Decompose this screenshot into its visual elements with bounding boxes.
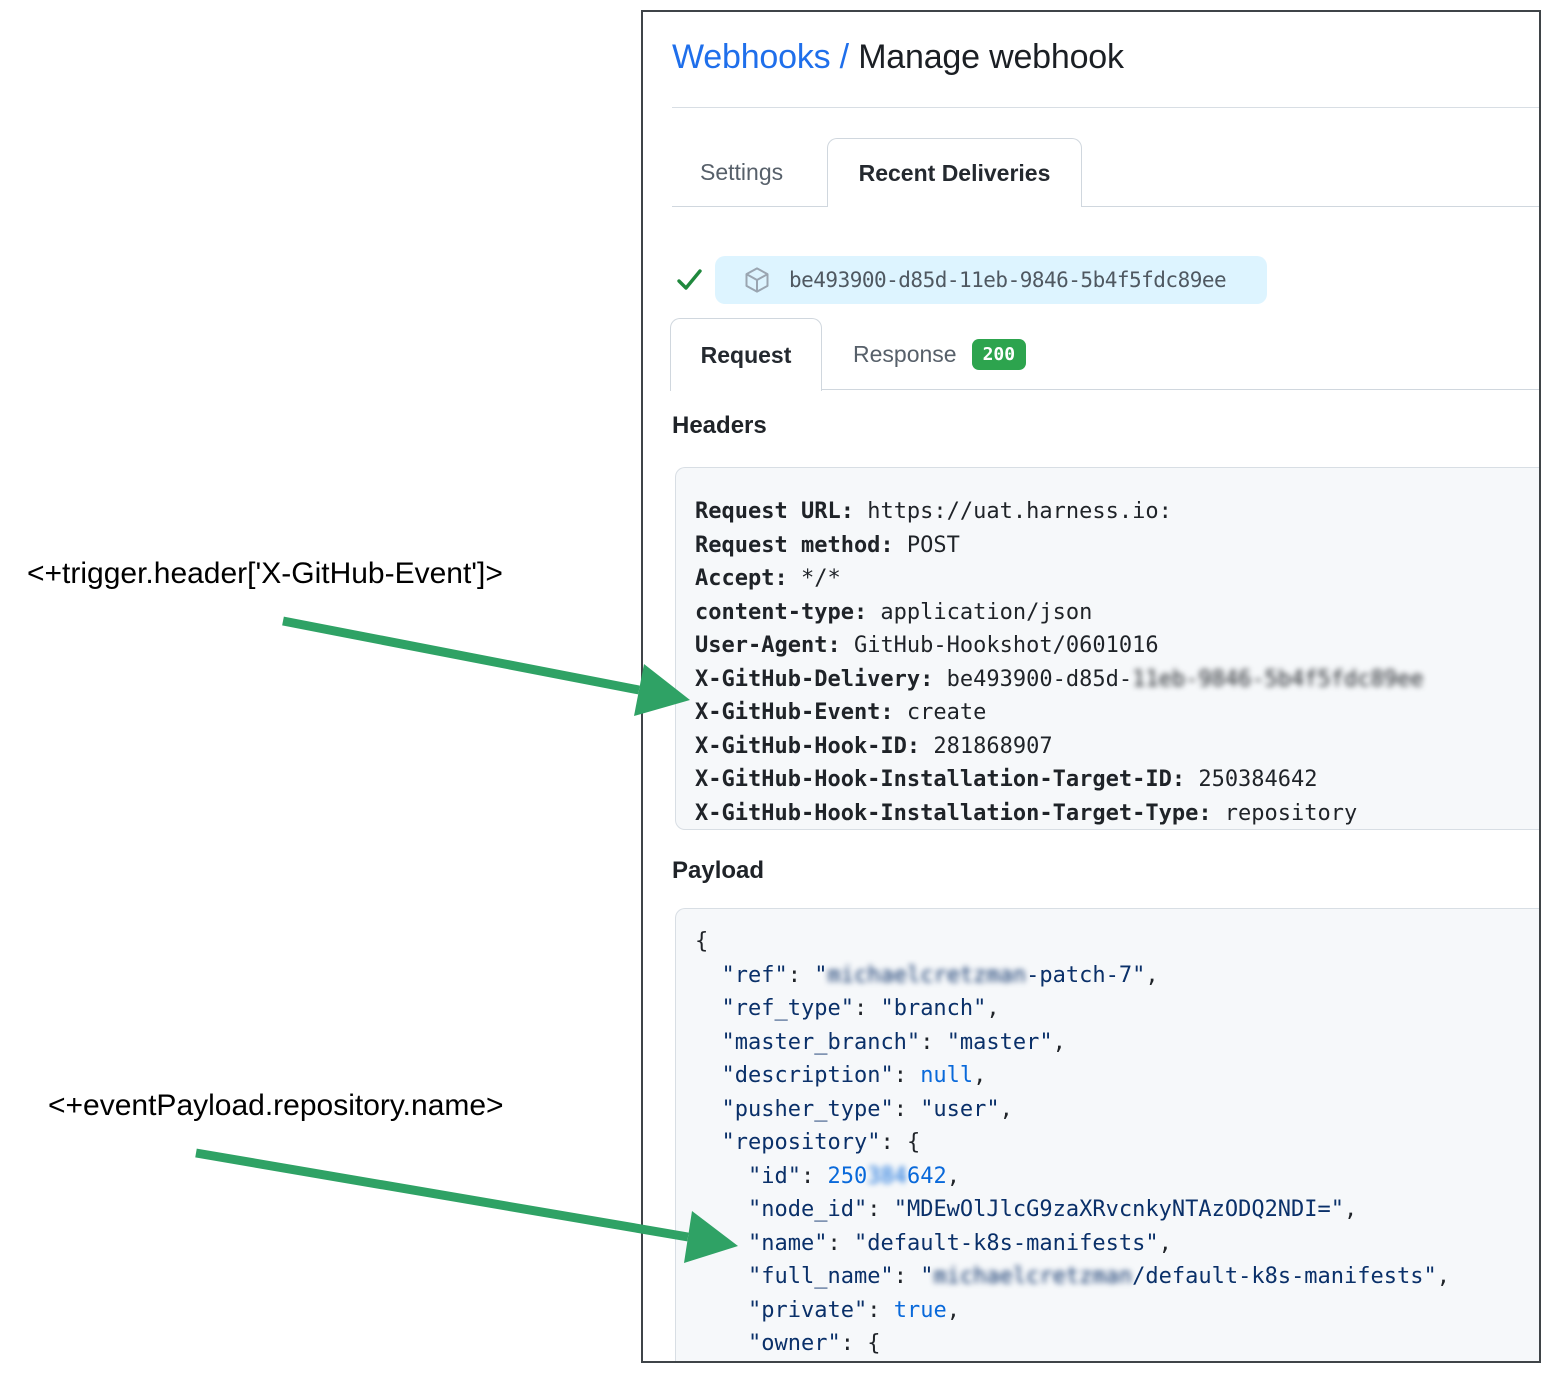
- payload-line: "full_name": "michaelcretzman/default-k8…: [747, 1264, 1451, 1289]
- trigger-header-expression: <+trigger.header['X-GitHub-Event']>: [27, 557, 503, 590]
- event-payload-expression: <+eventPayload.repository.name>: [48, 1089, 504, 1122]
- payload-line: "ref_type": "branch",: [721, 996, 1000, 1021]
- header-line: content-type: application/json: [695, 599, 1093, 625]
- header-line: User-Agent: GitHub-Hookshot/0601016: [695, 633, 1159, 658]
- tab-request[interactable]: Request: [670, 318, 822, 391]
- header-line: X-GitHub-Event: create: [695, 700, 987, 725]
- breadcrumb-separator: /: [830, 38, 859, 76]
- payload-line: "private": true,: [747, 1297, 960, 1323]
- headers-heading: Headers: [672, 412, 767, 439]
- page-title-current: Manage webhook: [858, 38, 1124, 76]
- header-line: X-GitHub-Hook-ID: 281868907: [695, 733, 1053, 759]
- payload-line: "master_branch": "master",: [721, 1029, 1066, 1055]
- header-line: X-GitHub-Hook-Installation-Target-Type: …: [695, 800, 1358, 826]
- tab-response[interactable]: Response 200: [823, 318, 1027, 391]
- delivery-guid: be493900-d85d-11eb-9846-5b4f5fdc89ee: [789, 268, 1227, 292]
- response-status-badge: 200: [971, 339, 1027, 370]
- payload-json-text: { "ref": "michaelcretzman-patch-7", "ref…: [676, 909, 1539, 1361]
- page-title: Webhooks / Manage webhook: [672, 38, 1124, 77]
- tab-bar-border: [672, 206, 1539, 207]
- delivery-guid-pill[interactable]: be493900-d85d-11eb-9846-5b4f5fdc89ee: [715, 256, 1267, 304]
- payload-line: "repository": {: [721, 1130, 921, 1155]
- payload-line: "ref": "michaelcretzman-patch-7",: [721, 962, 1159, 988]
- payload-line: "pusher_type": "user",: [721, 1096, 1013, 1122]
- webhooks-breadcrumb-link[interactable]: Webhooks: [672, 38, 831, 76]
- title-divider: [672, 107, 1539, 108]
- payload-line: {: [695, 929, 709, 954]
- manage-webhook-panel: Webhooks / Manage webhook Settings Recen…: [641, 10, 1541, 1363]
- header-line: X-GitHub-Delivery: be493900-d85d-11eb-98…: [695, 666, 1424, 692]
- payload-line: "description": null,: [721, 1063, 987, 1088]
- delivery-success-check-icon: [677, 269, 702, 290]
- payload-line: "owner": {: [747, 1331, 881, 1356]
- payload-heading: Payload: [672, 857, 765, 884]
- header-line: Accept: */*: [695, 566, 841, 591]
- header-line: Request method: POST: [695, 532, 960, 558]
- header-line: Request URL: https://uat.harness.io:: [695, 499, 1172, 524]
- subtab-bar-border: [670, 389, 1539, 390]
- payload-code-box: { "ref": "michaelcretzman-patch-7", "ref…: [675, 908, 1539, 1361]
- headers-code-box: Request URL: https://uat.harness.io: Requ…: [675, 467, 1539, 830]
- payload-line: "node_id": "MDEwOlJlcG9zaXRvcnkyNTAzODQ2…: [747, 1197, 1358, 1222]
- payload-line: "id": 250384642,: [747, 1163, 960, 1189]
- arrow-to-x-github-event-icon: [282, 616, 690, 716]
- payload-line: "name": "default-k8s-manifests",: [747, 1230, 1172, 1256]
- header-line: X-GitHub-Hook-Installation-Target-ID: 25…: [695, 767, 1318, 792]
- tab-settings[interactable]: Settings: [700, 159, 784, 185]
- package-icon: [745, 267, 769, 293]
- request-headers-text: Request URL: https://uat.harness.io: Requ…: [676, 468, 1539, 830]
- tab-response-label: Response: [853, 341, 957, 367]
- tab-recent-deliveries[interactable]: Recent Deliveries: [827, 138, 1082, 207]
